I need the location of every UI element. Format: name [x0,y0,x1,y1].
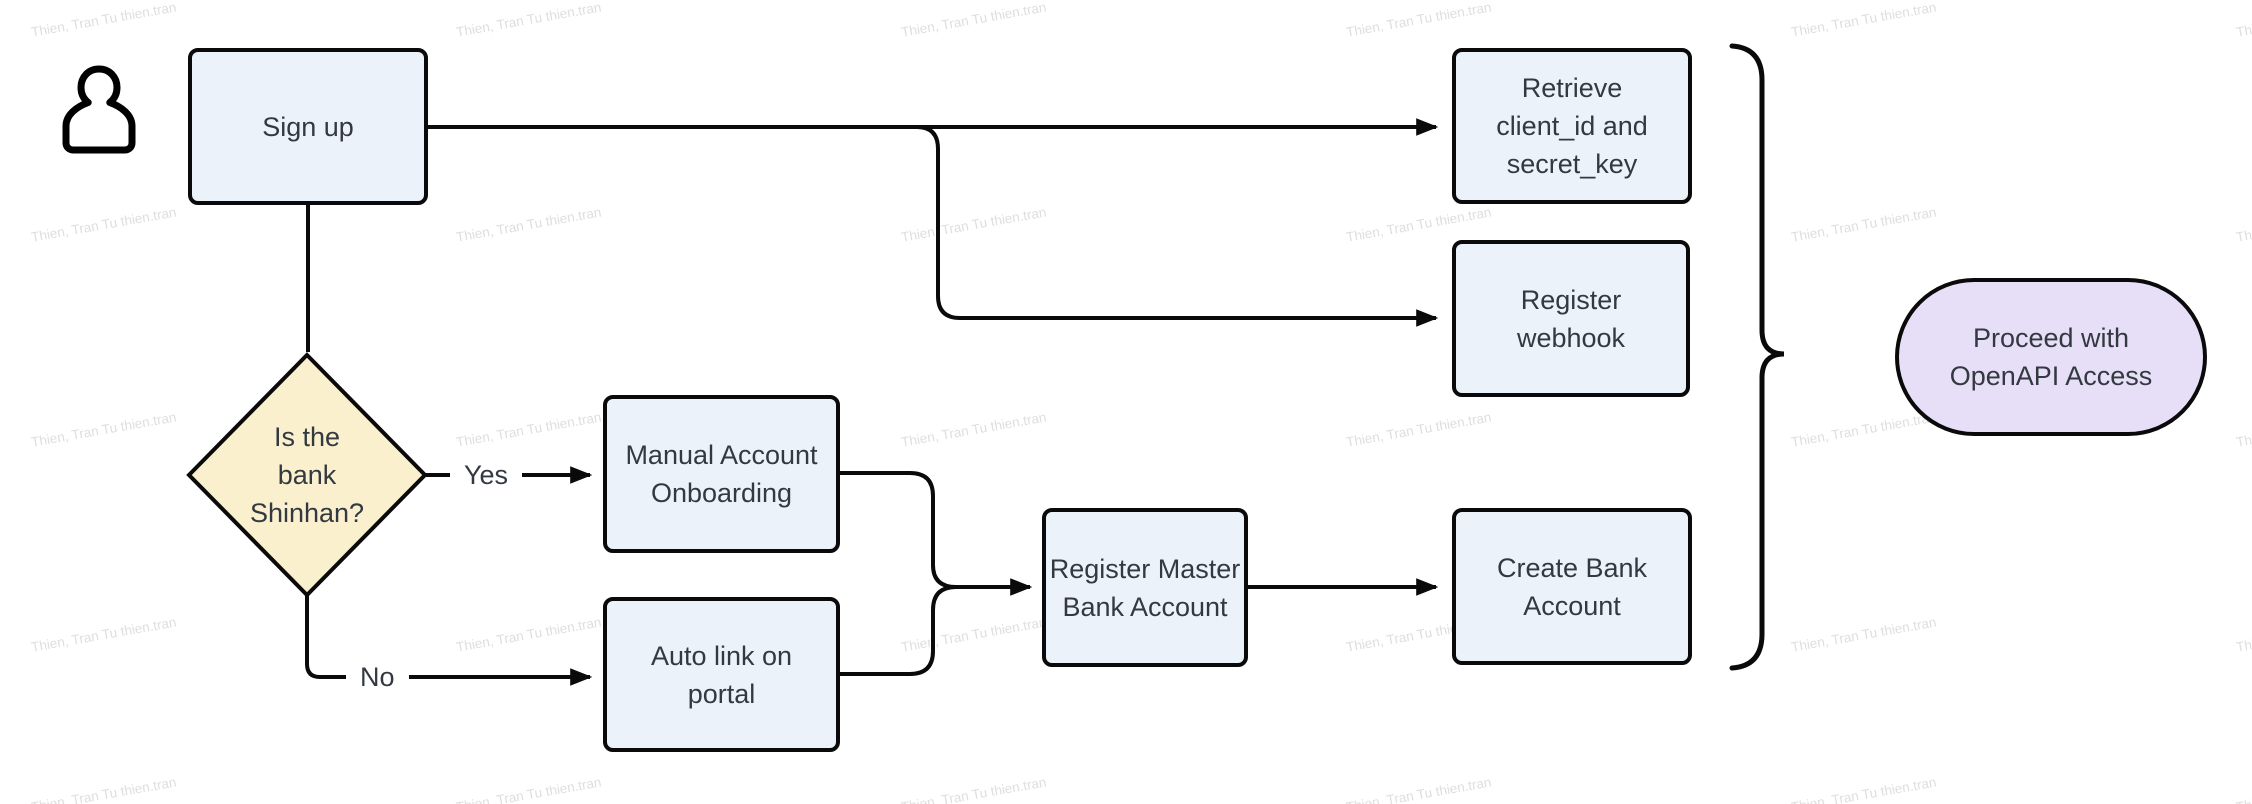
node-proceed-openapi: Proceed with OpenAPI Access [1895,278,2207,436]
node-retrieve-credentials-label: Retrieve client_id and secret_key [1496,73,1648,179]
node-register-webhook: Register webhook [1452,240,1690,397]
node-decision-label: Is the bank Shinhan? [249,422,365,528]
edge-manual-merge [840,471,957,589]
edge-label-yes: Yes [450,455,523,495]
group-brace [1729,43,1785,671]
node-register-master-account-label: Register Master Bank Account [1049,553,1241,622]
node-decision: Is the bank Shinhan? [217,418,397,532]
edge-signup-webhook [916,125,1439,327]
node-manual-onboarding-label: Manual Account Onboarding [625,440,818,508]
node-auto-link-portal-label: Auto link on portal [650,640,793,709]
node-create-bank-account-label: Create Bank Account [1496,552,1648,621]
edge-autolink-merge [840,585,957,676]
edge-label-no: No [346,657,409,697]
node-signup-label: Sign up [262,111,354,142]
node-retrieve-credentials: Retrieve client_id and secret_key [1452,48,1692,204]
node-register-webhook-label: Register webhook [1516,284,1626,353]
node-create-bank-account: Create Bank Account [1452,508,1692,665]
decision-diamond-shape [186,352,428,598]
node-auto-link-portal: Auto link on portal [603,597,840,752]
person-icon [62,65,136,154]
edge-no [305,595,593,686]
node-manual-onboarding: Manual Account Onboarding [603,395,840,553]
node-proceed-openapi-label: Proceed with OpenAPI Access [1949,323,2153,391]
node-register-master-account: Register Master Bank Account [1042,508,1248,667]
node-signup: Sign up [188,48,428,205]
